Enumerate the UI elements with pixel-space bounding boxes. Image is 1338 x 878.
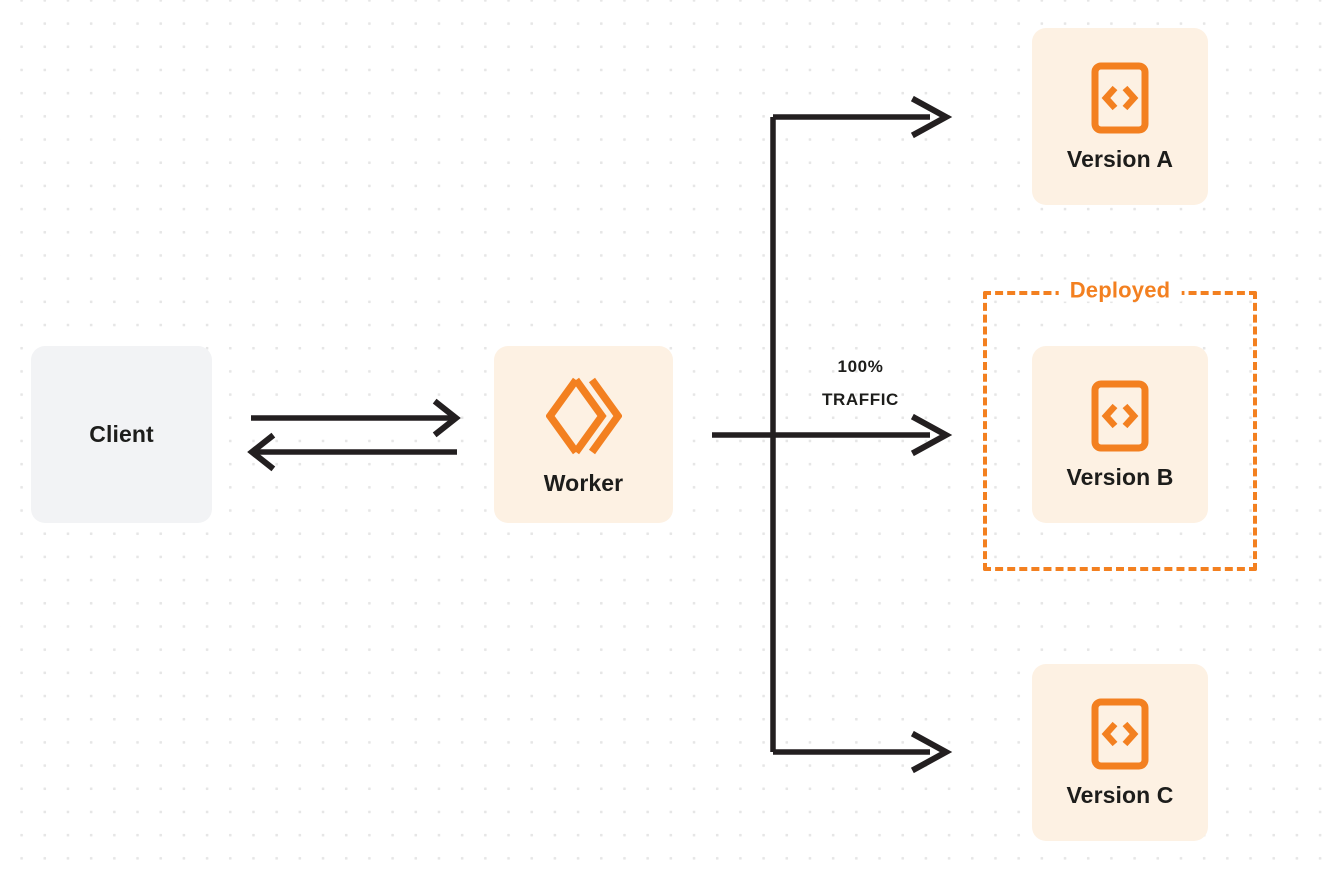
arrowhead-worker-to-client xyxy=(247,432,276,472)
cloudflare-workers-logo-icon xyxy=(545,374,622,458)
node-worker-label: Worker xyxy=(543,470,624,496)
node-worker[interactable]: Worker xyxy=(494,346,673,523)
node-version-a[interactable]: Version A xyxy=(1032,28,1208,205)
arrowhead-to-version-c xyxy=(910,730,953,774)
arrowhead-to-version-b xyxy=(910,413,953,457)
node-version-c[interactable]: Version C xyxy=(1032,664,1208,841)
node-client-label: Client xyxy=(89,421,154,447)
arrowhead-to-version-a xyxy=(910,95,953,139)
code-brackets-icon xyxy=(1091,62,1149,134)
node-version-a-label: Version A xyxy=(1066,146,1174,172)
deployed-group-boundary: Deployed xyxy=(983,279,1257,571)
arrowhead-client-to-worker xyxy=(432,398,461,438)
deployed-group-label: Deployed xyxy=(1058,279,1182,302)
code-brackets-icon xyxy=(1091,698,1149,770)
node-version-b-label: Version B xyxy=(1066,464,1174,490)
traffic-label: 100% TRAFFIC xyxy=(793,350,928,416)
node-version-b[interactable]: Version B xyxy=(1032,346,1208,523)
node-client[interactable]: Client xyxy=(31,346,212,523)
traffic-caption: TRAFFIC xyxy=(822,390,899,410)
node-version-c-label: Version C xyxy=(1066,782,1174,808)
traffic-percent: 100% xyxy=(837,357,884,376)
code-brackets-icon xyxy=(1091,380,1149,452)
